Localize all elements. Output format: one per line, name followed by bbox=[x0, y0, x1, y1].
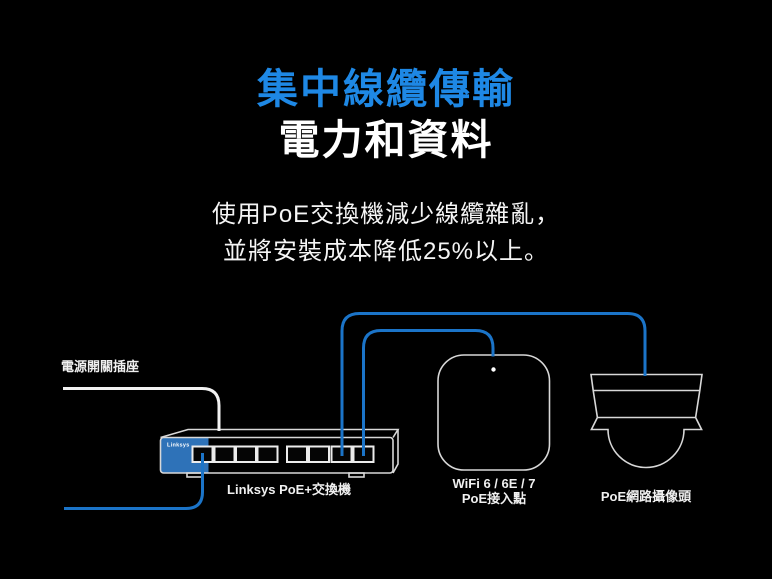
cables bbox=[63, 312, 647, 510]
switch-top-face bbox=[160, 428, 400, 439]
switch-caption: Linksys PoE+交換機 bbox=[227, 482, 351, 497]
uplink-cable bbox=[64, 453, 204, 510]
access-point-body bbox=[437, 354, 551, 471]
switch-foot-right bbox=[348, 472, 365, 478]
page-subtitle: 使用PoE交換機減少線纜雜亂， 並將安裝成本降低25%以上。 bbox=[0, 196, 772, 270]
access-point-caption: WiFi 6 / 6E / 7 PoE接入點 bbox=[414, 476, 574, 506]
switch-foot-left bbox=[186, 472, 203, 478]
camera-body bbox=[590, 373, 703, 469]
page-title-line2: 電力和資料 bbox=[278, 117, 494, 163]
access-point-illustration bbox=[437, 354, 551, 471]
access-point-caption-line2: PoE接入點 bbox=[461, 490, 527, 506]
camera-caption: PoE網路攝像頭 bbox=[600, 489, 692, 504]
page-title-line1: 集中線纜傳輸 bbox=[257, 66, 515, 112]
camera-cable bbox=[340, 312, 647, 456]
power-outlet-label: 電源開關插座 bbox=[61, 359, 140, 374]
switch-ports bbox=[191, 445, 375, 463]
access-point-cable bbox=[362, 329, 495, 456]
access-point-caption-line1: WiFi 6 / 6E / 7 bbox=[452, 476, 536, 491]
camera-illustration bbox=[590, 373, 703, 469]
subtitle-line2: 並將安裝成本降低25%以上。 bbox=[222, 238, 550, 265]
subtitle-line1: 使用PoE交換機減少線纜雜亂， bbox=[211, 201, 561, 228]
switch-brand-logo: Linksys bbox=[167, 443, 190, 449]
switch-front-face bbox=[159, 436, 394, 474]
switch-right-face bbox=[392, 429, 399, 474]
access-point-status-led bbox=[491, 367, 496, 372]
power-cable bbox=[63, 387, 221, 431]
